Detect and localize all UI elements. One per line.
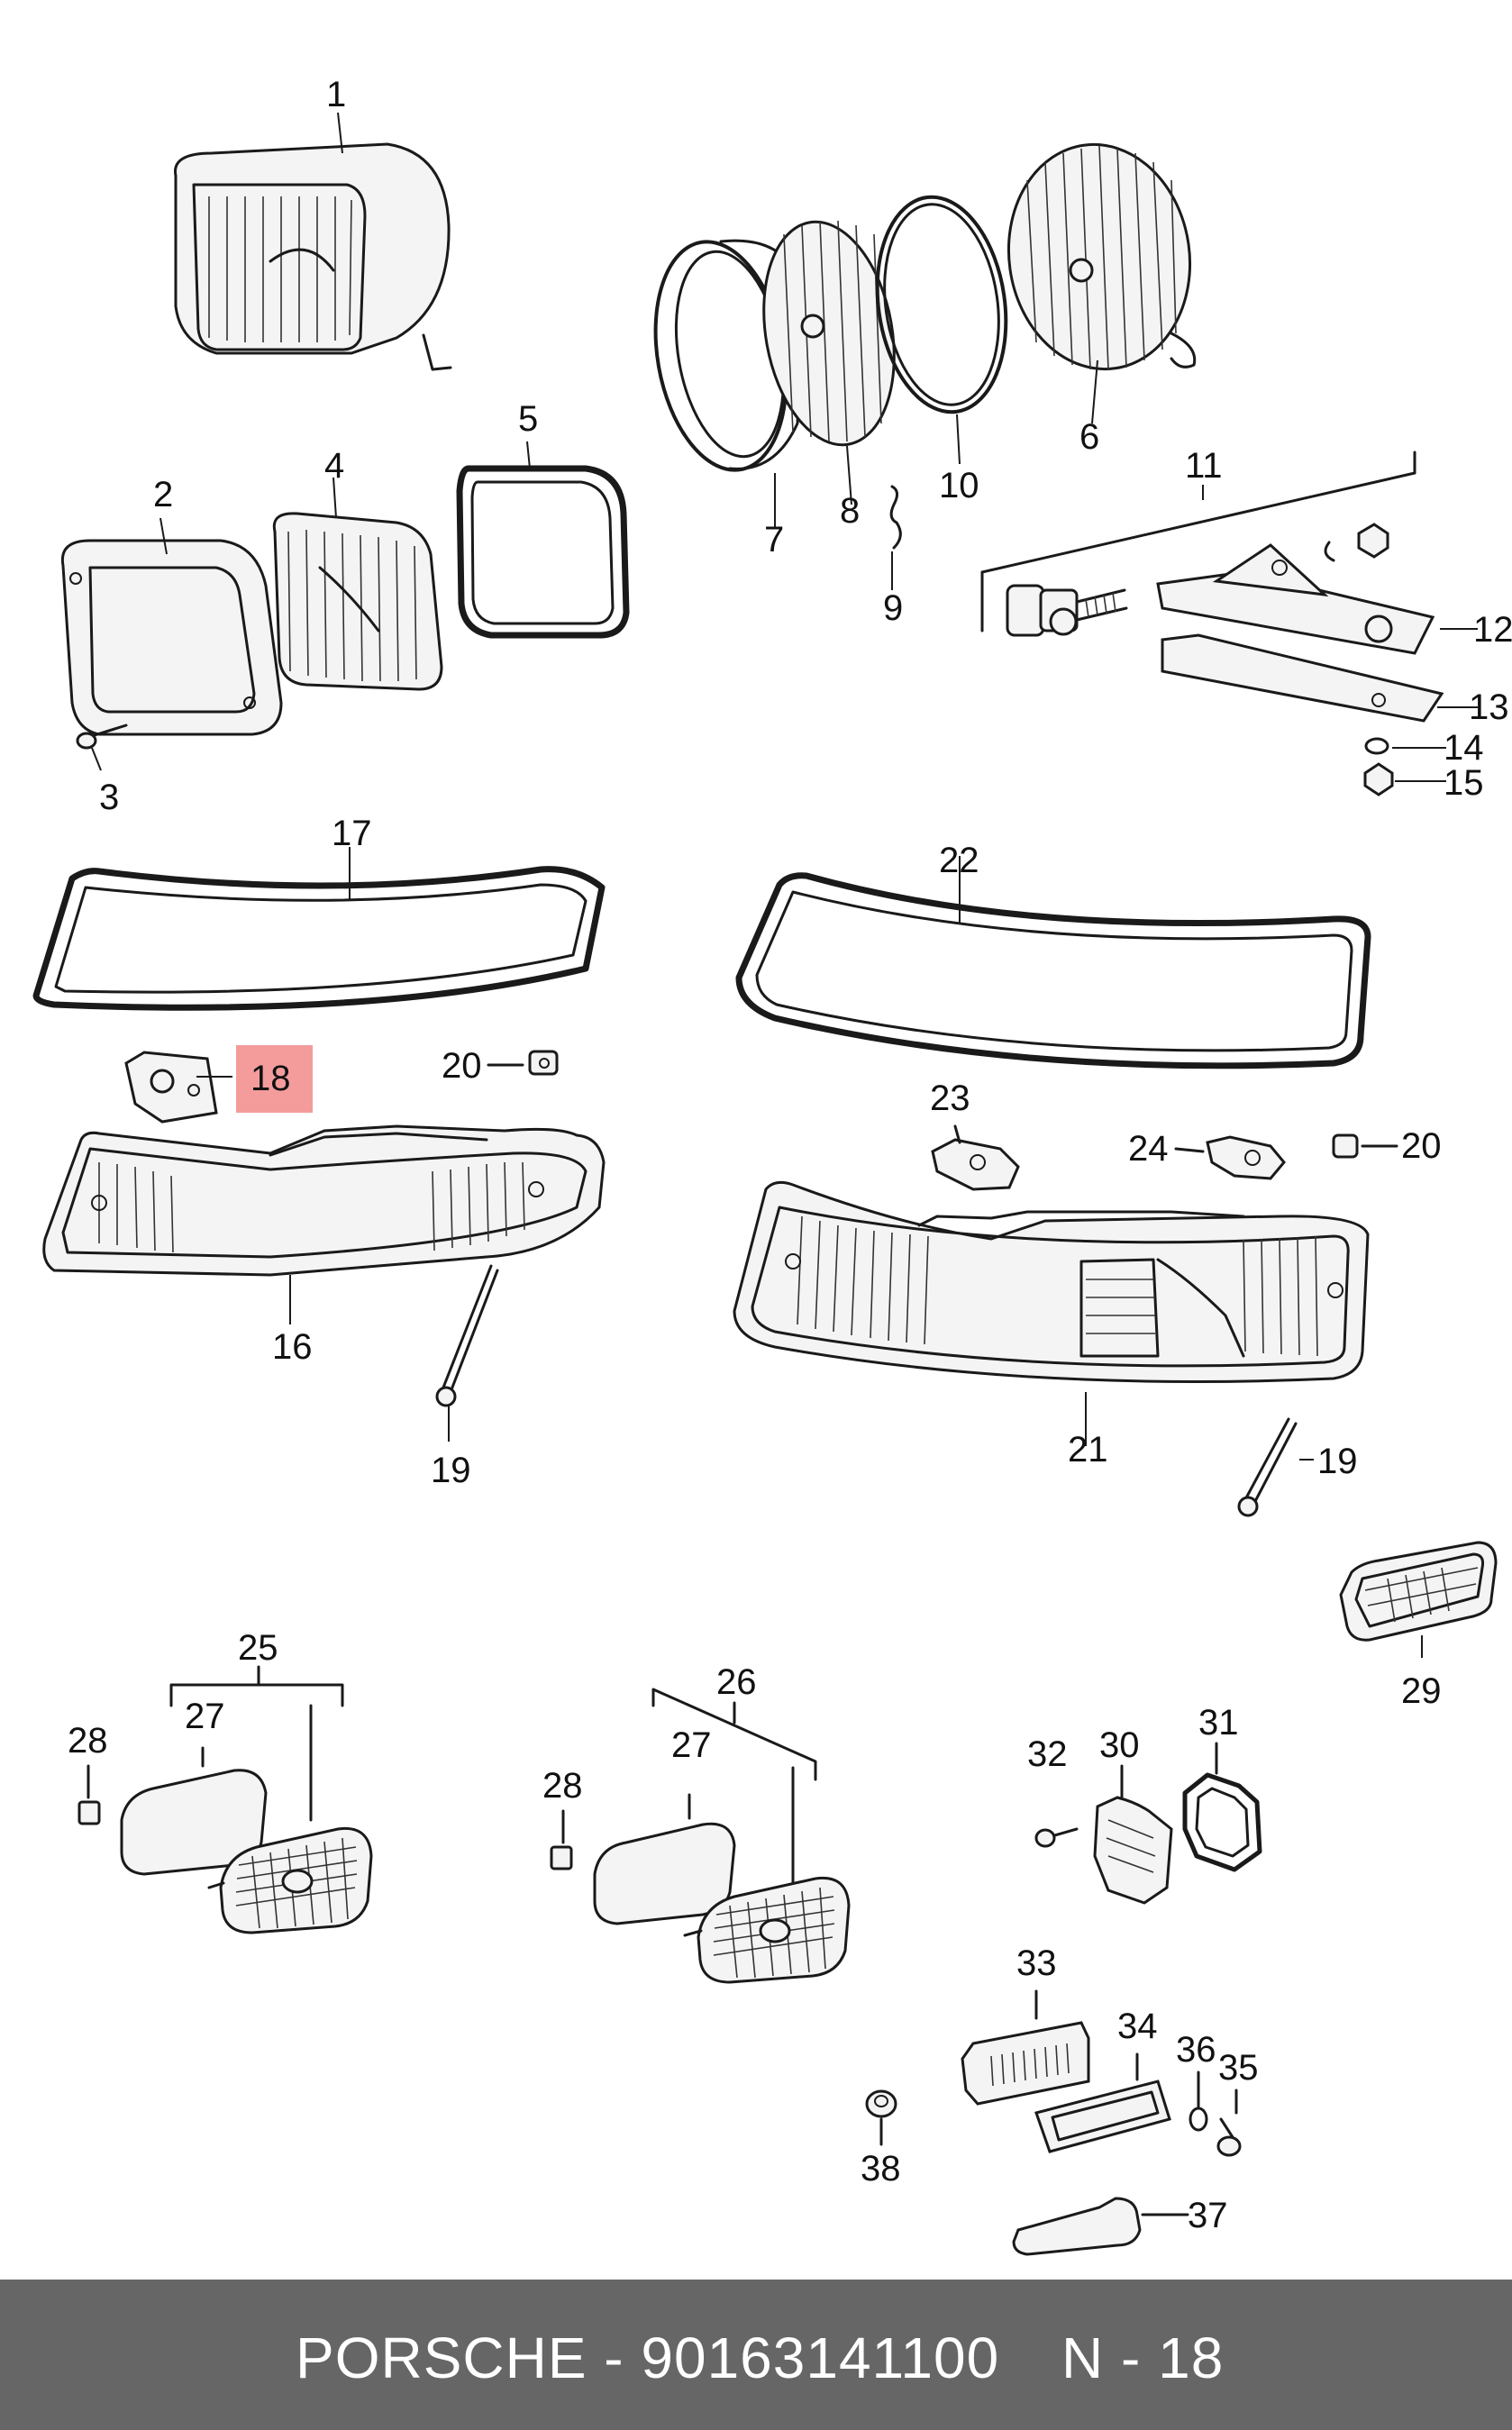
part-11-small-nut <box>1324 523 1389 562</box>
leader-lines <box>91 112 1478 1658</box>
part-10-o-ring <box>875 195 1008 414</box>
callout-18: 18 <box>250 1059 291 1098</box>
callout-37: 37 <box>1188 2196 1228 2235</box>
callout-31: 31 <box>1198 1703 1239 1743</box>
callout-8: 8 <box>840 491 860 531</box>
callout-26: 26 <box>716 1662 757 1702</box>
callout-19a: 19 <box>431 1451 471 1490</box>
part-28a-clip <box>77 1764 101 1825</box>
part-1-headlight-housing <box>174 142 452 371</box>
callout-35: 35 <box>1218 2048 1259 2088</box>
callout-16: 16 <box>272 1327 313 1367</box>
callout-17: 17 <box>332 814 372 853</box>
callout-9: 9 <box>883 588 903 628</box>
part-26-group-bracket <box>651 1688 817 1903</box>
part-32-screw <box>1034 1827 1079 1848</box>
part-23-bulb-holder <box>931 1124 1020 1191</box>
brand-part-number: PORSCHE - 90163141100 <box>296 2325 1000 2390</box>
callout-5: 5 <box>518 399 538 439</box>
part-27b-reflector-lens <box>593 1793 736 1925</box>
part-25-lamp-body <box>207 1826 373 1934</box>
part-11-bracket-assembly <box>980 451 1444 796</box>
callout-6: 6 <box>1079 417 1099 457</box>
part-38-grommet <box>865 2089 897 2146</box>
part-29-side-marker <box>1339 1541 1498 1642</box>
callout-3: 3 <box>99 778 119 817</box>
callout-12: 12 <box>1473 610 1512 650</box>
callout-10: 10 <box>939 466 979 505</box>
part-33-license-lamp <box>961 1989 1090 2106</box>
part-36-washer <box>1189 2071 1208 2132</box>
callout-27b: 27 <box>671 1725 712 1765</box>
callout-2: 2 <box>153 475 173 514</box>
part-14-washer <box>1364 737 1389 755</box>
footer-bar: PORSCHE - 90163141100 N - 18 <box>0 2280 1512 2430</box>
part-21-turn-signal-lens <box>733 1180 1370 1383</box>
parts-diagram: 1 2 3 4 5 6 7 8 9 10 11 12 13 14 15 16 1… <box>32 75 1512 2256</box>
part-25-group-bracket <box>169 1665 344 1822</box>
callout-32: 32 <box>1027 1734 1068 1774</box>
part-28b-clip <box>550 1809 573 1870</box>
part-12-bracket-plate <box>1156 543 1435 655</box>
part-6-headlight-insert <box>1006 142 1197 371</box>
part-19a-screw <box>435 1264 499 1407</box>
callout-4: 4 <box>324 446 344 486</box>
callout-11: 11 <box>1185 446 1223 486</box>
callout-28b: 28 <box>542 1766 583 1806</box>
callout-25: 25 <box>238 1628 278 1668</box>
part-30-license-lamp-housing <box>1093 1764 1173 1905</box>
part-20a-clip <box>487 1050 559 1076</box>
part-27a-reflector-lens <box>120 1746 268 1876</box>
callout-30: 30 <box>1099 1725 1140 1765</box>
part-5-gasket <box>456 465 630 639</box>
part-31-gasket <box>1182 1742 1262 1872</box>
callout-27a: 27 <box>185 1697 225 1736</box>
callout-13: 13 <box>1469 687 1509 727</box>
part-9-clip <box>889 485 902 550</box>
part-3-screw <box>76 724 128 750</box>
part-17-lens-gasket <box>32 866 606 1011</box>
callout-33: 33 <box>1016 1943 1057 1983</box>
part-24-bulb-holder <box>1174 1135 1286 1180</box>
callout-38: 38 <box>861 2149 901 2189</box>
callout-15: 15 <box>1444 763 1484 803</box>
part-18-lamp-socket <box>124 1051 218 1124</box>
callout-21: 21 <box>1068 1430 1108 1470</box>
part-22-lens-gasket <box>735 872 1371 1069</box>
callout-20b: 20 <box>1401 1126 1442 1166</box>
part-2-headlight-frame <box>60 539 283 736</box>
callout-28a: 28 <box>68 1721 108 1761</box>
callout-7: 7 <box>764 520 784 560</box>
part-15-nut <box>1363 762 1394 796</box>
part-26-lamp-body <box>683 1876 851 1984</box>
part-20b-clip <box>1332 1133 1398 1159</box>
part-34-license-lens <box>1034 2052 1171 2153</box>
part-8-sealed-beam <box>762 220 896 447</box>
part-35-screw <box>1216 2089 1242 2157</box>
callout-20a: 20 <box>442 1046 482 1086</box>
callout-labels: 1 2 3 4 5 6 7 8 9 10 11 12 13 14 15 16 1… <box>68 75 1512 2235</box>
callout-34: 34 <box>1117 2007 1158 2046</box>
callout-24: 24 <box>1128 1129 1169 1169</box>
callout-29: 29 <box>1401 1671 1442 1711</box>
part-19b-screw <box>1237 1417 1298 1517</box>
highlight-box-18 <box>236 1045 313 1113</box>
callout-19b: 19 <box>1317 1442 1358 1481</box>
part-37-bulb <box>1012 2197 1189 2256</box>
part-11-bolt <box>1006 584 1128 637</box>
part-13-shim-plate <box>1161 633 1444 723</box>
callout-14: 14 <box>1444 728 1484 768</box>
callout-36: 36 <box>1176 2030 1216 2070</box>
part-4-lens <box>272 512 443 691</box>
part-16-turn-signal-lens <box>42 1124 606 1277</box>
callout-1: 1 <box>326 75 346 114</box>
page-reference: N - 18 <box>1061 2325 1225 2390</box>
callout-22: 22 <box>939 841 979 880</box>
callout-23: 23 <box>930 1078 970 1118</box>
